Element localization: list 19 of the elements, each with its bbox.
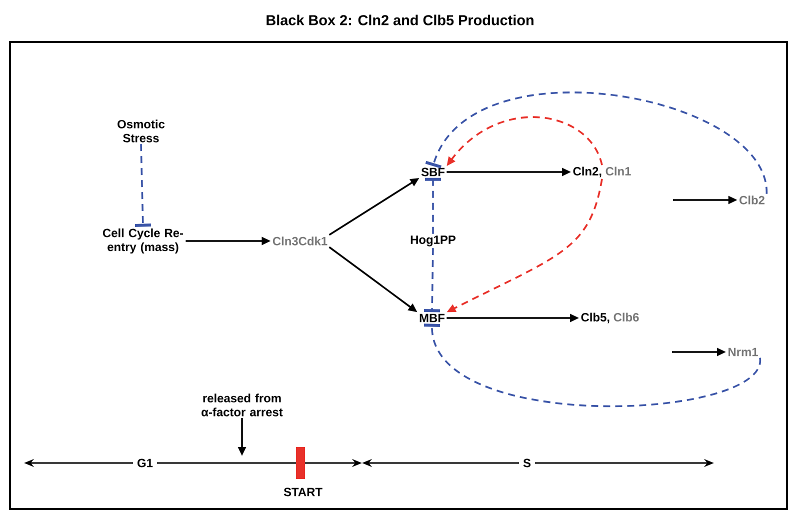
- node-label: released from α-factor arrest: [202, 394, 283, 416]
- node-label: Osmotic Stress: [118, 120, 165, 142]
- node-label: MBF: [420, 314, 444, 322]
- node-label: Cln3Cdk1: [272, 236, 328, 246]
- node-label: Cell Cycle Re-entry (mass): [102, 228, 184, 254]
- node-label: Cln2, Cln1: [573, 166, 631, 178]
- phase-label: S: [519, 458, 535, 468]
- inhibition-line: [424, 324, 761, 407]
- inhibition-line: [425, 178, 441, 234]
- phase-label: G1: [133, 458, 157, 468]
- inhibition-line: [424, 248, 440, 312]
- node-label: Hog1PP: [408, 234, 458, 248]
- node-label: Clb5, Clb6: [581, 312, 639, 324]
- phase-label: START: [284, 488, 322, 496]
- node-label: Clb2: [740, 196, 764, 204]
- inhibition-line: [134, 144, 151, 227]
- node-label: SBF: [421, 168, 445, 176]
- node-label: Nrm1: [728, 348, 758, 356]
- title: Black Box 2: Cln2 and Clb5 Production: [266, 14, 534, 26]
